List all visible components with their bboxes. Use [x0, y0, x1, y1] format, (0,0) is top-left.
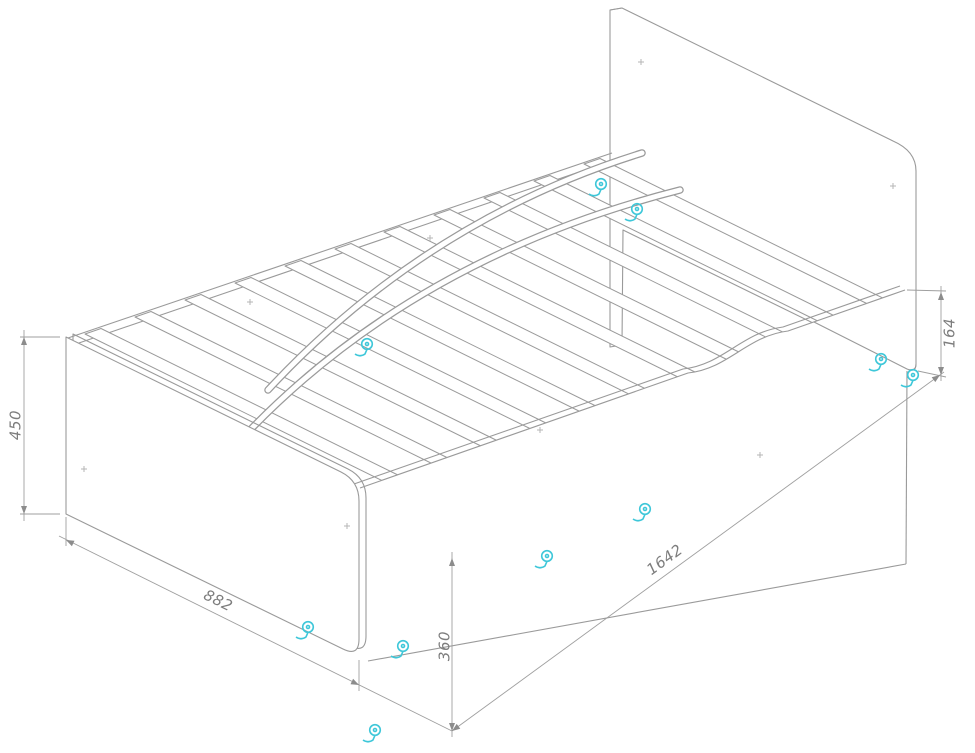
side-rail-bottom-edge: [367, 563, 907, 662]
guard-arc: [248, 186, 684, 432]
side-rail-right-edge: [905, 370, 908, 565]
guard-arcs: [248, 149, 684, 432]
footboard-face: [65, 336, 360, 652]
dimension-label-headboard-overhang: 164: [941, 318, 959, 348]
side-rail-face: [360, 290, 910, 661]
side-rail-panel: [353, 285, 910, 662]
dimension-bed-width: [58, 517, 453, 732]
cam-lock-fitting-icon: [362, 723, 382, 743]
side-rail-top-edge: [359, 289, 906, 489]
dimension-label-side-panel-height: 360: [436, 631, 454, 661]
footboard-panel: [65, 333, 367, 652]
headboard-edge-thickness: [609, 7, 623, 11]
guard-arc: [264, 149, 646, 394]
dimension-arrowheads: [21, 292, 944, 731]
dimension-headboard-overhang: [906, 286, 947, 381]
dimension-label-footboard-height: 450: [7, 410, 25, 440]
cam-lock-fitting-icon: [588, 177, 608, 197]
slat: [234, 277, 554, 433]
side-rail-top-inner-edge: [353, 285, 901, 485]
screw-position-marker: [246, 298, 254, 306]
dimension-footboard-height: [20, 330, 60, 521]
